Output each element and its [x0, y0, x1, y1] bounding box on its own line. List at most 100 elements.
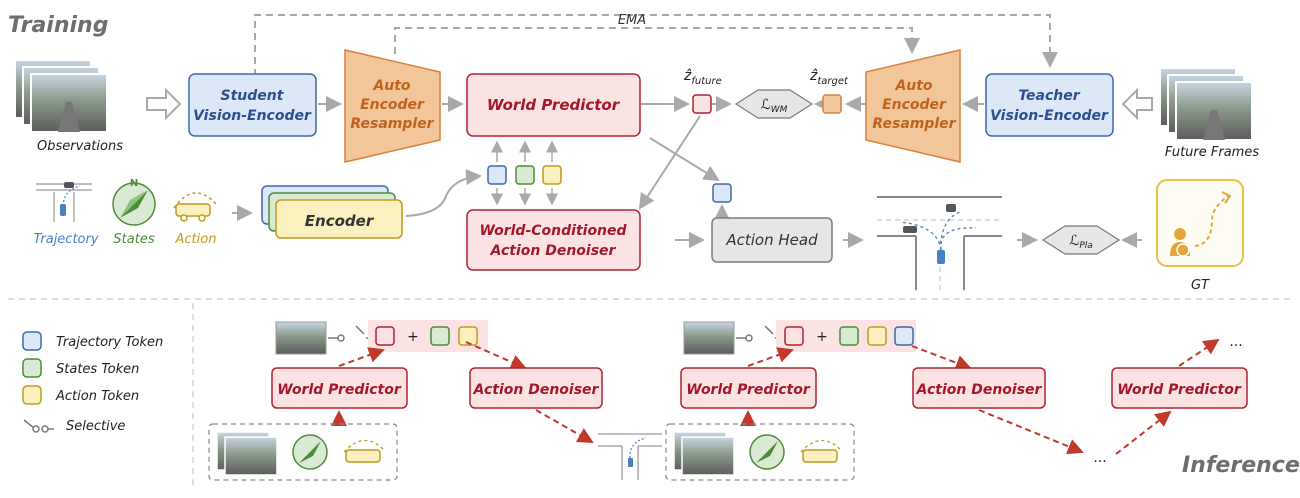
legend-trajectory-label: Trajectory Token: [56, 335, 163, 350]
ae-left-line3: Resampler: [350, 116, 434, 132]
ae-left-line1: Auto: [372, 78, 410, 94]
teacher-encoder-line1: Teacher: [1018, 88, 1080, 104]
auto-encoder-resampler-left: [344, 49, 441, 163]
trajectory-icon: [36, 182, 92, 222]
action-token-training: [542, 165, 562, 185]
ema-connector: [254, 14, 1058, 76]
gt-box: [1156, 179, 1244, 267]
inf-action-token-1: [458, 326, 478, 346]
action-denoiser-line1: World-Conditioned: [479, 223, 627, 239]
loss-wm-diamond: [734, 89, 814, 119]
legend-states-swatch: [22, 358, 42, 378]
inf-trajectory-token-2: [894, 326, 914, 346]
inf-action-denoiser-2-box: [912, 367, 1046, 409]
car-action-icon: [173, 192, 217, 222]
teacher-encoder-line2: Vision-Encoder: [990, 108, 1109, 124]
inf-arrow-wp3-to-next: [1178, 338, 1220, 367]
student-encoder-line2: Vision-Encoder: [193, 108, 312, 124]
inf-world-predictor-3-box: [1111, 367, 1248, 409]
selective-switch-icon: [23, 419, 54, 433]
z-future-symbol: ẑfuture: [683, 68, 722, 87]
token-column: [487, 165, 562, 185]
gt-caption: GT: [1191, 278, 1210, 293]
teacher-vision-encoder-box: [985, 73, 1114, 137]
inference-inputs-1: [208, 423, 398, 481]
action-denoiser-line2: Action Denoiser: [490, 243, 617, 259]
intersection-image: [877, 192, 1002, 292]
inf-states-token-2: [839, 326, 859, 346]
ellipsis-top: ...: [1229, 334, 1242, 350]
z-target-token: [822, 94, 842, 114]
inf-arrow-wp2-to-token: [747, 347, 794, 367]
inf-world-predictor-2-box: [680, 367, 817, 409]
training-title: Training: [8, 13, 108, 38]
plus-1: +: [407, 329, 419, 345]
trajectory-input-label: Trajectory: [33, 232, 98, 247]
inf-arrow-wp1-to-token: [338, 347, 385, 367]
inference-image-2: [683, 321, 735, 355]
action-head-box: [711, 217, 833, 263]
student-encoder-line1: Student: [221, 88, 285, 104]
ae-right-line1: Auto: [894, 78, 932, 94]
states-token-training: [515, 165, 535, 185]
ema-label: EMA: [618, 13, 646, 28]
loss-pla-label: ℒPla: [1069, 233, 1093, 251]
inference-title: Inference: [1182, 453, 1300, 478]
arrow-encoder-to-tokens: [405, 169, 482, 217]
z-target-symbol: ẑtarget: [809, 68, 849, 87]
legend-selective-label: Selective: [66, 419, 125, 434]
selective-switch-2: [736, 325, 780, 342]
inf-states-token-1: [430, 326, 450, 346]
token-arrows: [491, 140, 558, 206]
inference-image-1: [275, 321, 327, 355]
ellipsis-bottom: ...: [1093, 450, 1106, 466]
hollow-arrow-left: [146, 87, 182, 121]
arrow-zfuture-to-denoiser: [638, 115, 701, 210]
inf-arrow-token-to-ad1: [465, 341, 527, 370]
encoder-stack: [261, 185, 403, 239]
ae-right-line2: Encoder: [882, 97, 947, 113]
legend: Trajectory Token States Token Action Tok…: [22, 331, 163, 434]
student-vision-encoder-box: [188, 73, 317, 137]
action-head-output-token: [712, 183, 732, 203]
selective-switch-1: [328, 325, 372, 342]
ae-left-line2: Encoder: [360, 97, 425, 113]
observations-image: [14, 59, 108, 133]
arrow-wp-to-actionhead-token: [649, 137, 720, 182]
inf-world-predictor-2-label: World Predictor: [686, 382, 811, 398]
observations-caption: Observations: [37, 139, 123, 154]
svg-text:N: N: [130, 178, 138, 189]
action-denoiser-box: [466, 209, 641, 271]
inf-arrow-ad2-to-next: [978, 409, 1084, 455]
z-future-token: [692, 94, 712, 114]
inf-world-token-1: [375, 326, 395, 346]
legend-action-swatch: [22, 385, 42, 405]
legend-trajectory-swatch: [22, 331, 42, 351]
future-frames-caption: Future Frames: [1165, 145, 1259, 160]
inf-world-predictor-1-box: [271, 367, 408, 409]
inference-inputs-2: [665, 423, 855, 481]
plus-2: +: [816, 329, 828, 345]
driver-icon: [1170, 191, 1232, 257]
inf-action-denoiser-2-label: Action Denoiser: [916, 382, 1043, 398]
inf-arrow-ad1-to-traj: [535, 409, 594, 443]
auto-encoder-resampler-right: [865, 49, 961, 163]
inf-arrow-next-to-wp3: [1115, 410, 1172, 455]
trajectory-token-training: [487, 165, 507, 185]
action-head-label: Action Head: [725, 231, 818, 249]
inference-intersection-1: [598, 433, 662, 480]
encoder-label: Encoder: [305, 212, 375, 230]
states-input-label: States: [113, 232, 154, 247]
hollow-arrow-right: [1121, 87, 1153, 121]
legend-states-label: States Token: [56, 362, 139, 377]
legend-action-label: Action Token: [55, 389, 139, 404]
inf-action-token-2: [867, 326, 887, 346]
inf-arrow-token-to-ad2: [911, 345, 972, 371]
world-predictor-box: [466, 73, 641, 137]
world-predictor-label: World Predictor: [487, 96, 621, 114]
loss-pla-diamond: [1041, 225, 1121, 255]
inf-world-predictor-3-label: World Predictor: [1117, 382, 1242, 398]
inf-action-denoiser-1-box: [469, 367, 603, 409]
inf-action-denoiser-1-label: Action Denoiser: [473, 382, 600, 398]
